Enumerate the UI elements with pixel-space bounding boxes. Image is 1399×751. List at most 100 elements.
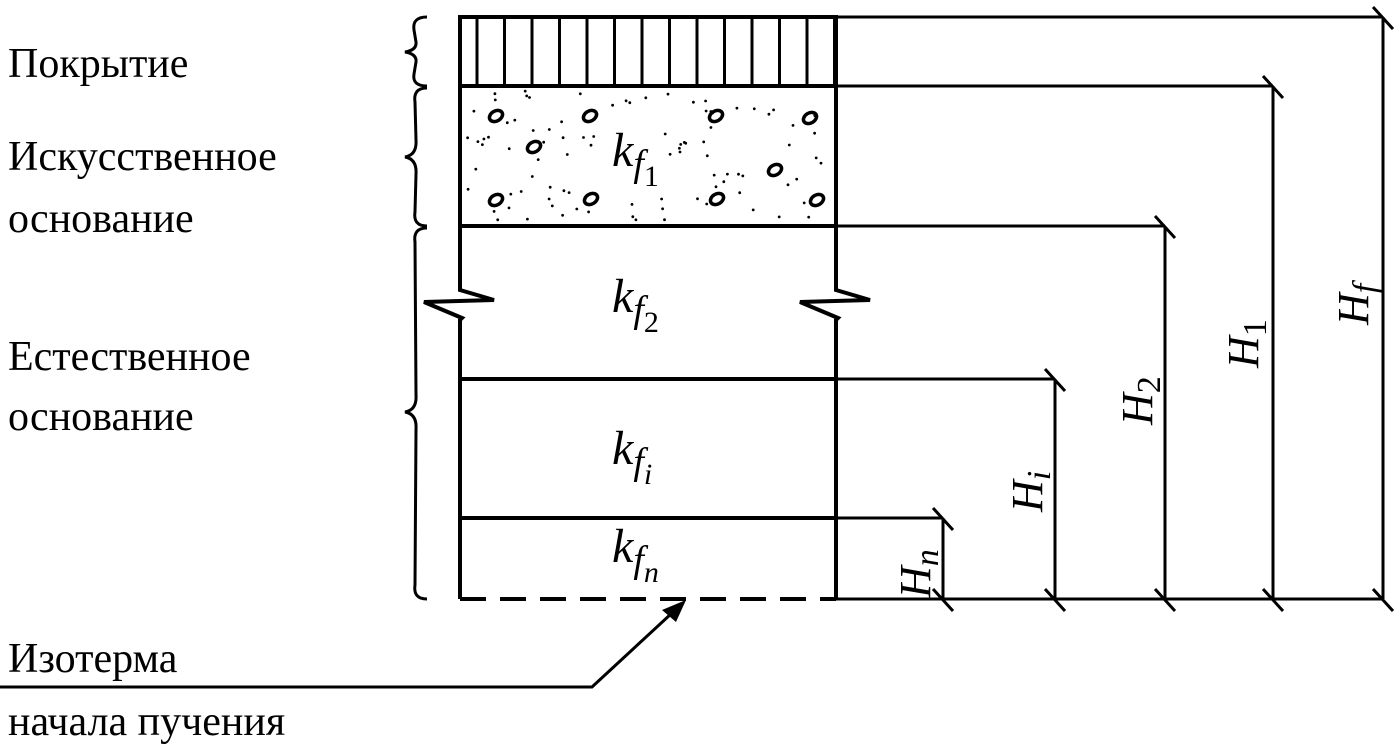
- sand-dot: [592, 135, 596, 138]
- sand-dot: [802, 201, 806, 205]
- sand-dot: [692, 100, 695, 104]
- sand-dot: [777, 215, 781, 219]
- dimension-tick: [1153, 214, 1177, 240]
- sand-dot: [482, 137, 486, 141]
- sand-dot: [678, 146, 681, 150]
- sand-dot: [767, 112, 771, 116]
- sand-dot: [550, 204, 554, 208]
- sand-dot: [663, 132, 667, 136]
- natural-left-wall: [423, 226, 495, 599]
- sand-dot: [582, 136, 585, 139]
- dimension-ticks: [931, 5, 1395, 613]
- pebble: [487, 192, 505, 208]
- sand-dot: [487, 135, 490, 139]
- label-artificial-base-2: основание: [8, 196, 194, 242]
- Hf-label: Hf: [1329, 279, 1384, 326]
- brace-covering: [404, 15, 428, 88]
- sand-dot: [704, 99, 707, 103]
- sand-dot: [542, 140, 546, 144]
- sand-dot: [726, 172, 729, 176]
- dimension-tick: [1043, 367, 1067, 393]
- dimension-tick: [1371, 587, 1395, 613]
- dimension-tick: [1043, 587, 1067, 613]
- kf1-label: kf1: [612, 124, 659, 193]
- sand-dot: [738, 191, 742, 195]
- sand-dot: [678, 150, 682, 154]
- sand-dot: [513, 118, 517, 122]
- sand-dot: [679, 143, 683, 146]
- sand-dot: [661, 207, 664, 211]
- sand-dot: [786, 183, 790, 187]
- sand-dot: [644, 96, 648, 100]
- dimension-tick: [931, 506, 955, 532]
- sand-dot: [704, 109, 708, 113]
- sand-dot: [472, 109, 476, 113]
- sand-dot: [668, 152, 672, 156]
- sand-dot: [536, 158, 540, 162]
- sand-dot: [509, 192, 513, 196]
- sand-dot: [567, 191, 571, 195]
- sand-dot: [530, 175, 534, 178]
- sand-dot: [528, 96, 531, 99]
- dimension-lines: [836, 15, 1385, 601]
- artificial-base-layer: [458, 84, 838, 228]
- pebble: [801, 110, 819, 126]
- pebble: [581, 108, 599, 124]
- sand-dot: [702, 140, 706, 144]
- sand-dot: [705, 202, 709, 206]
- isotherm-leader-arrow: [0, 600, 686, 689]
- kf2-label: kf2: [612, 270, 659, 339]
- sand-dot: [575, 207, 579, 211]
- sand-dot: [737, 172, 740, 176]
- brace-natural: [404, 226, 428, 601]
- sand-dot: [722, 180, 726, 184]
- sand-dot: [772, 108, 775, 112]
- pebble: [707, 108, 725, 124]
- sand-dot: [561, 213, 564, 217]
- sand-dot: [525, 94, 529, 98]
- sand-dot: [531, 129, 535, 132]
- covering-hatch: [475, 19, 836, 84]
- sand-dot: [752, 107, 756, 111]
- sand-dot: [714, 185, 718, 189]
- sand-dot: [587, 210, 590, 214]
- label-natural-base-2: основание: [8, 394, 194, 440]
- sand-dot: [507, 206, 511, 210]
- sand-dot: [562, 189, 566, 193]
- sand-dot: [709, 126, 713, 129]
- sand-dot: [735, 106, 739, 110]
- sand-dot: [466, 136, 469, 140]
- natural-right-wall: [799, 226, 871, 599]
- gravel-fill-pattern: [466, 89, 826, 222]
- sand-dot: [630, 203, 634, 206]
- sand-dot: [791, 124, 795, 127]
- H2-label: H2: [1113, 376, 1168, 426]
- sand-dot: [813, 131, 816, 135]
- sand-dot: [814, 156, 818, 160]
- dimension-tick: [1153, 587, 1177, 613]
- pebble: [708, 191, 726, 207]
- braces: [404, 15, 428, 601]
- sand-dot: [634, 218, 638, 222]
- sand-dot: [751, 208, 755, 212]
- sand-dot: [663, 218, 666, 222]
- sand-dot: [696, 197, 699, 201]
- sand-dot: [493, 98, 497, 102]
- pebble: [582, 191, 600, 207]
- sand-dot: [493, 92, 497, 96]
- label-covering: Покрытие: [8, 41, 188, 87]
- dimension-tick: [1371, 5, 1395, 31]
- sand-dot: [578, 92, 582, 96]
- pebble: [525, 139, 543, 155]
- kfi-label: kfi: [612, 422, 652, 491]
- sand-dot: [476, 140, 480, 144]
- pebble: [766, 162, 784, 178]
- sand-dot: [819, 161, 823, 165]
- sand-dot: [741, 174, 745, 178]
- sand-dot: [496, 218, 500, 222]
- dimension-tick: [1261, 74, 1285, 100]
- sand-dot: [548, 185, 552, 189]
- sand-dot: [660, 197, 663, 201]
- pebble: [808, 192, 826, 208]
